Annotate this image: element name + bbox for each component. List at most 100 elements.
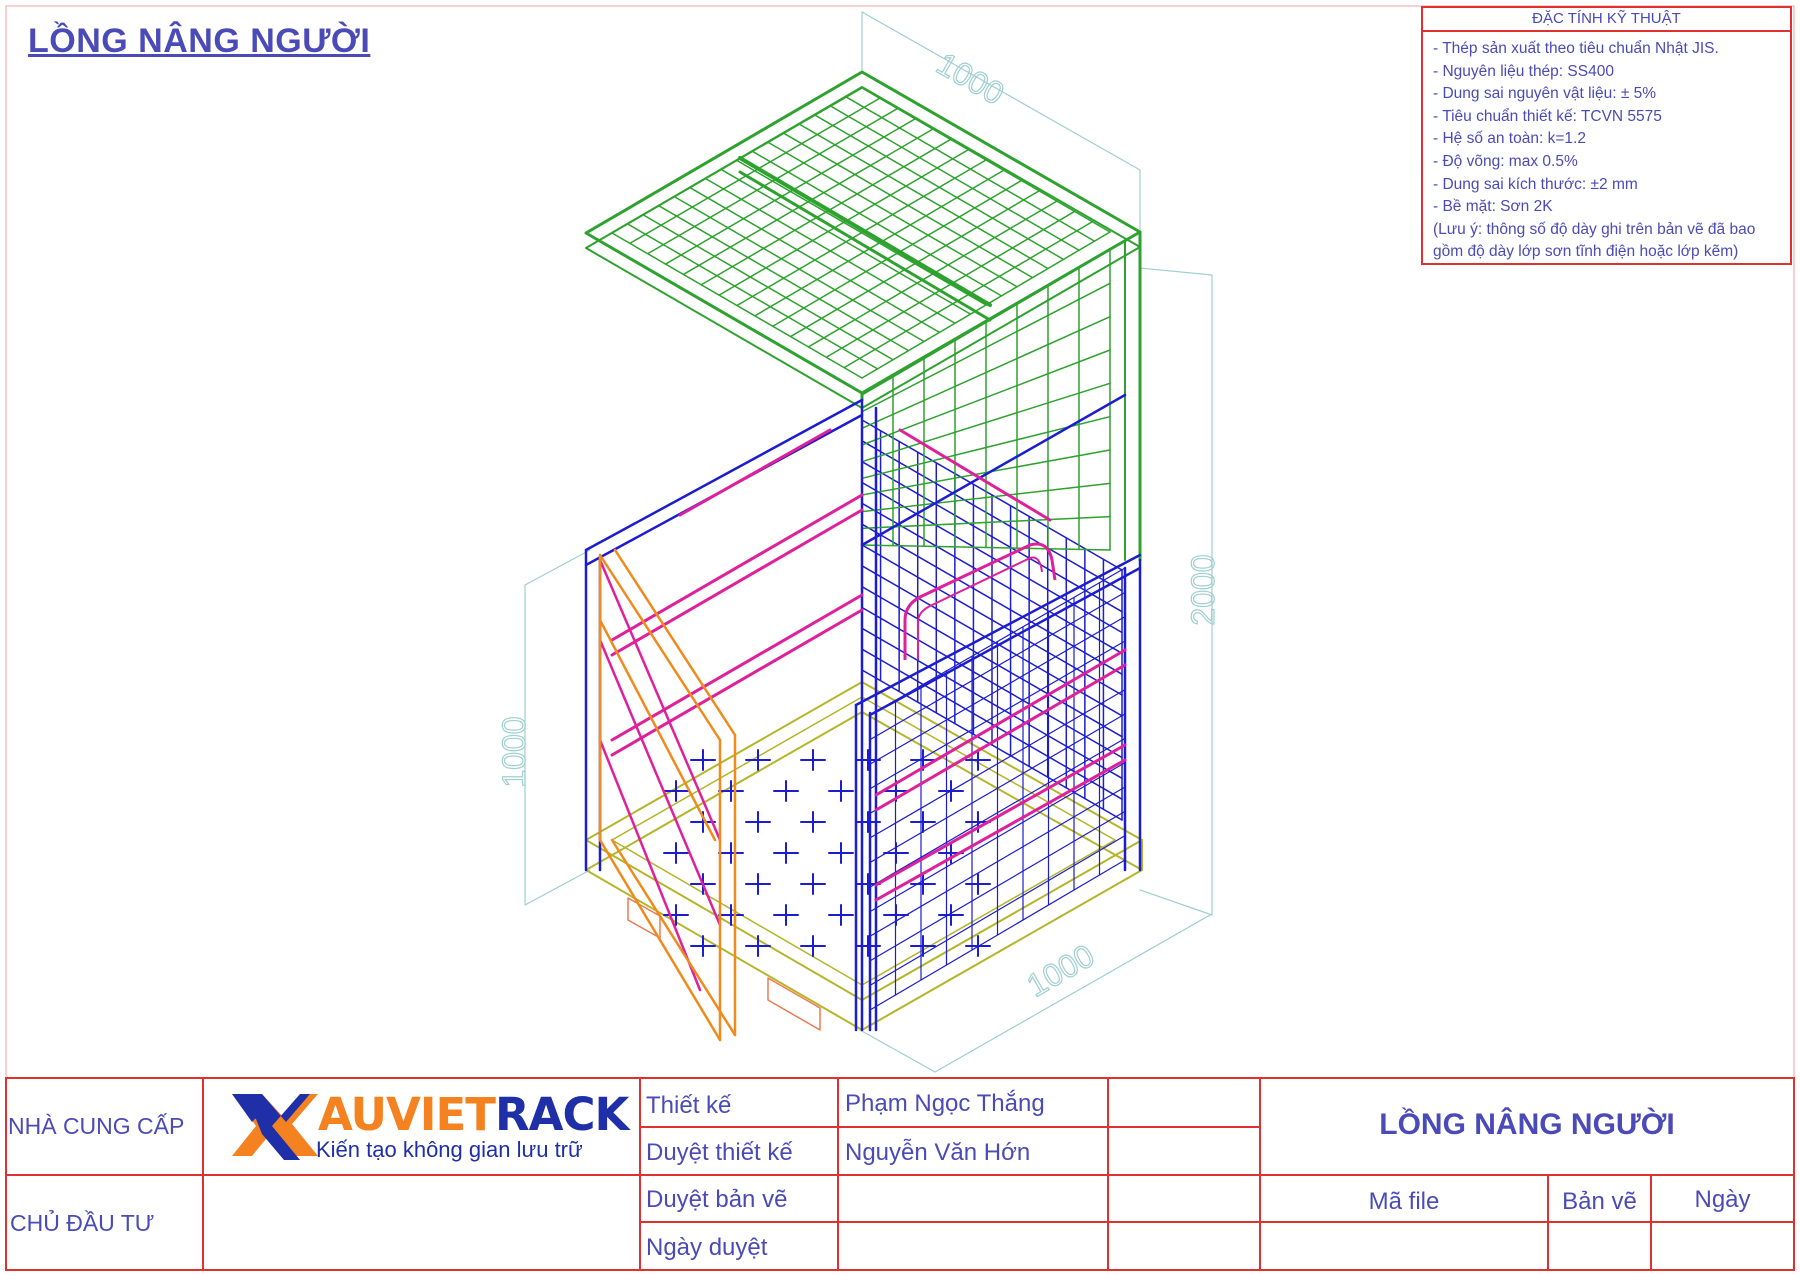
door-member <box>598 618 717 842</box>
back-mesh-line <box>861 440 1123 592</box>
rail-bar <box>610 493 864 642</box>
spec-item: - Nguyên liệu thép: SS400 <box>1433 62 1614 80</box>
spec-item: - Bề mặt: Sơn 2K <box>1433 198 1553 216</box>
roof-mesh-line <box>807 200 1058 348</box>
upper-mesh-line <box>861 482 1111 513</box>
upper-mesh-line <box>861 515 1111 530</box>
grab-handle <box>903 542 1057 660</box>
sheet-label: Bản vẽ <box>1562 1188 1637 1215</box>
roof-mesh-line <box>629 97 881 245</box>
supplier-label: NHÀ CUNG CẤP <box>8 1113 185 1139</box>
roof-mesh-line <box>754 169 1005 317</box>
upper-mesh-line <box>861 282 1111 413</box>
spec-box: ĐẶC TÍNH KỸ THUẬT - Thép sản xuất theo t… <box>1421 6 1792 265</box>
rail-bar <box>874 648 1127 797</box>
front-mesh-line <box>869 762 1126 913</box>
spec-item: - Dung sai nguyên vật liệu: ± 5% <box>1433 85 1657 103</box>
guard-rails <box>598 428 1127 992</box>
rail-bar <box>874 663 1127 812</box>
frame-member <box>868 566 1142 717</box>
roof-beam <box>738 170 992 322</box>
cage-floor-pattern <box>663 749 991 957</box>
rail-bar <box>874 743 1127 887</box>
rail-bar <box>678 428 832 517</box>
spec-item: - Độ võng: max 0.5% <box>1433 152 1578 170</box>
spec-item: - Hệ số an toàn: k=1.2 <box>1433 130 1586 148</box>
spec-item: - Thép sản xuất theo tiêu chuẩn Nhật JIS… <box>1433 40 1719 57</box>
front-mesh-line <box>869 810 1126 962</box>
design-approval-label: Duyệt thiết kế <box>646 1139 793 1166</box>
project-title: LỒNG NÂNG NGƯỜI <box>1379 1108 1675 1141</box>
cage-door <box>598 548 737 1042</box>
roof-mesh-line <box>611 87 863 234</box>
brand-name-part2: RACK <box>495 1088 629 1141</box>
drawing-title: LỒNG NÂNG NGƯỜI <box>28 22 371 60</box>
dimension-line <box>524 549 591 586</box>
back-mesh-line <box>861 481 1123 634</box>
owner-label: CHỦ ĐẦU TƯ <box>10 1210 155 1236</box>
designer-label: Thiết kế <box>646 1092 732 1119</box>
roof-mesh <box>584 70 1142 562</box>
front-mesh-line <box>869 689 1126 839</box>
rail-bar <box>898 428 1052 522</box>
frame-member <box>584 398 864 552</box>
roof-beam <box>738 156 992 307</box>
door-member <box>610 838 737 1037</box>
roof-mesh-line <box>718 148 970 296</box>
rail-bar <box>874 758 1127 902</box>
front-mesh-line <box>869 737 1126 888</box>
front-mesh-line <box>869 616 1126 765</box>
door-member <box>598 838 722 1042</box>
file-code-label: Mã file <box>1368 1188 1440 1215</box>
brand-tagline: Kiến tạo không gian lưu trữ <box>316 1137 583 1162</box>
roof-mesh-line <box>682 128 934 276</box>
front-mesh-line <box>869 786 1126 937</box>
upper-mesh-line <box>861 315 1111 430</box>
roof-mesh-line <box>664 118 916 265</box>
spec-heading: ĐẶC TÍNH KỸ THUẬT <box>1423 8 1790 32</box>
dimension-line <box>1139 267 1213 276</box>
cage-frame <box>584 393 1142 1032</box>
dimension-line <box>524 869 591 906</box>
rail-brace <box>598 638 722 927</box>
front-mesh-line <box>869 835 1126 987</box>
roof-mesh-line <box>843 220 1094 369</box>
roof-mesh-line <box>825 210 1076 359</box>
rail-bar <box>610 608 864 757</box>
upper-mesh-line <box>861 449 1111 496</box>
base-inner <box>611 696 1116 986</box>
dim-total-height: 2000 <box>1185 554 1221 625</box>
brand-name-part1: AUVIET <box>318 1088 496 1141</box>
roof-mesh-line <box>861 231 1111 379</box>
back-mesh-line <box>861 502 1123 655</box>
door-member <box>613 548 737 737</box>
front-mesh-line <box>869 640 1126 790</box>
upper-mesh-line <box>861 544 1111 551</box>
front-mesh-line <box>869 713 1126 864</box>
frame-member <box>854 553 1142 707</box>
door-member <box>598 553 722 742</box>
dimension-line <box>859 1029 936 1073</box>
rail-bar <box>610 593 864 742</box>
designer-name: Phạm Ngọc Thắng <box>845 1090 1045 1117</box>
dimension-line <box>1139 889 1213 916</box>
roof-mesh-line <box>789 190 1040 338</box>
roof-mesh-line <box>646 107 899 255</box>
front-mesh-line <box>869 591 1126 741</box>
drawing-approval-label: Duyệt bản vẽ <box>646 1186 788 1213</box>
design-approver-name: Nguyễn Văn Hớn <box>845 1139 1031 1166</box>
roof-mesh-line <box>700 138 952 286</box>
rail-brace <box>598 738 702 992</box>
spec-note: (Lưu ý: thông số độ dày ghi trên bản vẽ … <box>1433 220 1756 261</box>
fork-pocket <box>767 977 821 1031</box>
approval-date-label: Ngày duyệt <box>646 1234 768 1261</box>
spec-list: - Thép sản xuất theo tiêu chuẩn Nhật JIS… <box>1423 32 1790 264</box>
back-mesh-line <box>861 648 1123 800</box>
grab-handle <box>917 556 1043 660</box>
spec-item: - Tiêu chuẩn thiết kế: TCVN 5575 <box>1433 107 1662 125</box>
rail-bar <box>610 508 864 657</box>
dimension-lines <box>524 11 1213 1073</box>
dimension-line <box>934 914 1211 1073</box>
